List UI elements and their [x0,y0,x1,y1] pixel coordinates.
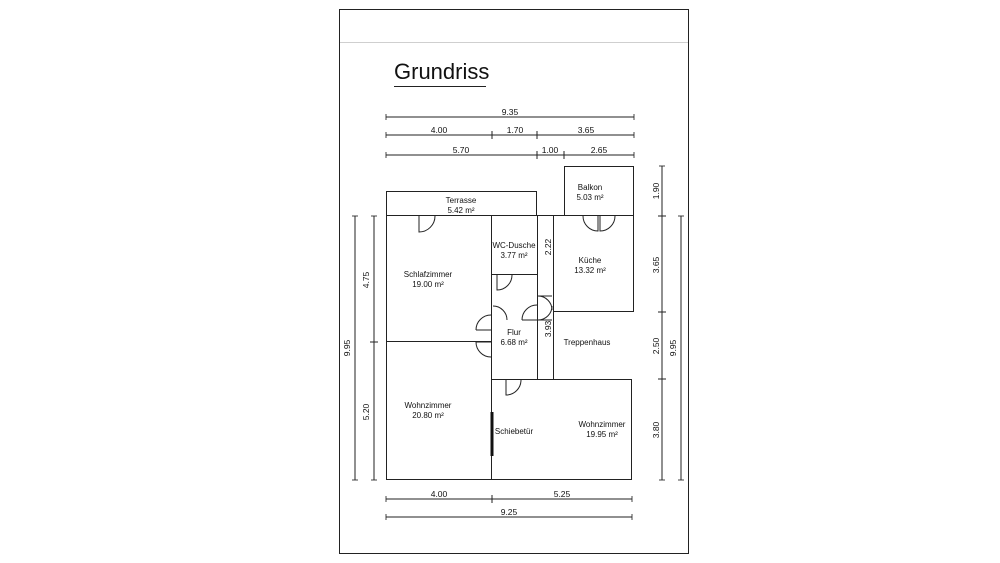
room-labels: Terrasse 5.42 m² Balkon 5.03 m² WC-Dusch… [404,183,626,439]
label-wc-name: WC-Dusche [492,241,536,250]
label-terrasse-name: Terrasse [446,196,477,205]
label-schlafzimmer-name: Schlafzimmer [404,270,453,279]
dim-top-total: 9.35 [502,107,519,117]
bottom-dimensions: 4.00 5.25 9.25 [385,489,633,520]
dim-flur-height: 3.93 [543,320,553,337]
label-kueche-area: 13.32 m² [574,266,606,275]
label-wohnzimmer-left-name: Wohnzimmer [405,401,452,410]
page-title: Grundriss [394,59,489,84]
label-wohnzimmer-right-area: 19.95 m² [586,430,618,439]
label-flur-name: Flur [507,328,521,337]
dim-top-row3-1: 5.70 [453,145,470,155]
room-kueche [553,215,634,312]
dim-right-3: 2.50 [651,337,661,354]
dim-bottom-1: 4.00 [431,489,448,499]
label-treppenhaus-name: Treppenhaus [564,338,611,347]
dim-top-row3-3: 2.65 [591,145,608,155]
dim-top-row2-3: 3.65 [578,125,595,135]
dim-right-total: 9.95 [668,339,678,356]
dim-top-row3-2: 1.00 [542,145,559,155]
dim-left-1: 4.75 [361,271,371,288]
label-kueche-name: Küche [579,256,602,265]
label-wohnzimmer-right-name: Wohnzimmer [579,420,626,429]
sheet-frame [339,9,689,554]
dim-right-2: 3.65 [651,256,661,273]
dim-left-2: 5.20 [361,403,371,420]
label-terrasse-area: 5.42 m² [447,206,474,215]
dim-bottom-total: 9.25 [501,507,518,517]
dim-top-row2-2: 1.70 [507,125,524,135]
label-wc-area: 3.77 m² [500,251,527,260]
left-dimensions: 4.75 5.20 9.95 [342,215,378,481]
right-dimensions: 1.90 3.65 2.50 3.80 9.95 [651,165,684,481]
walls [386,166,634,480]
dim-left-total: 9.95 [342,339,352,356]
label-balkon-area: 5.03 m² [576,193,603,202]
dim-bottom-2: 5.25 [554,489,571,499]
dim-wc-height: 2.22 [543,238,553,255]
label-wohnzimmer-left-area: 20.80 m² [412,411,444,420]
label-flur-area: 6.68 m² [500,338,527,347]
label-schlafzimmer-area: 19.00 m² [412,280,444,289]
top-dimensions: 9.35 4.00 1.70 3.65 5.70 1.00 2.65 [385,107,635,159]
label-balkon-name: Balkon [578,183,602,192]
dim-right-1: 1.90 [651,182,661,199]
label-schiebetuer: Schiebetür [495,427,534,436]
dim-top-row2-1: 4.00 [431,125,448,135]
dim-right-4: 3.80 [651,421,661,438]
doors [418,215,616,456]
